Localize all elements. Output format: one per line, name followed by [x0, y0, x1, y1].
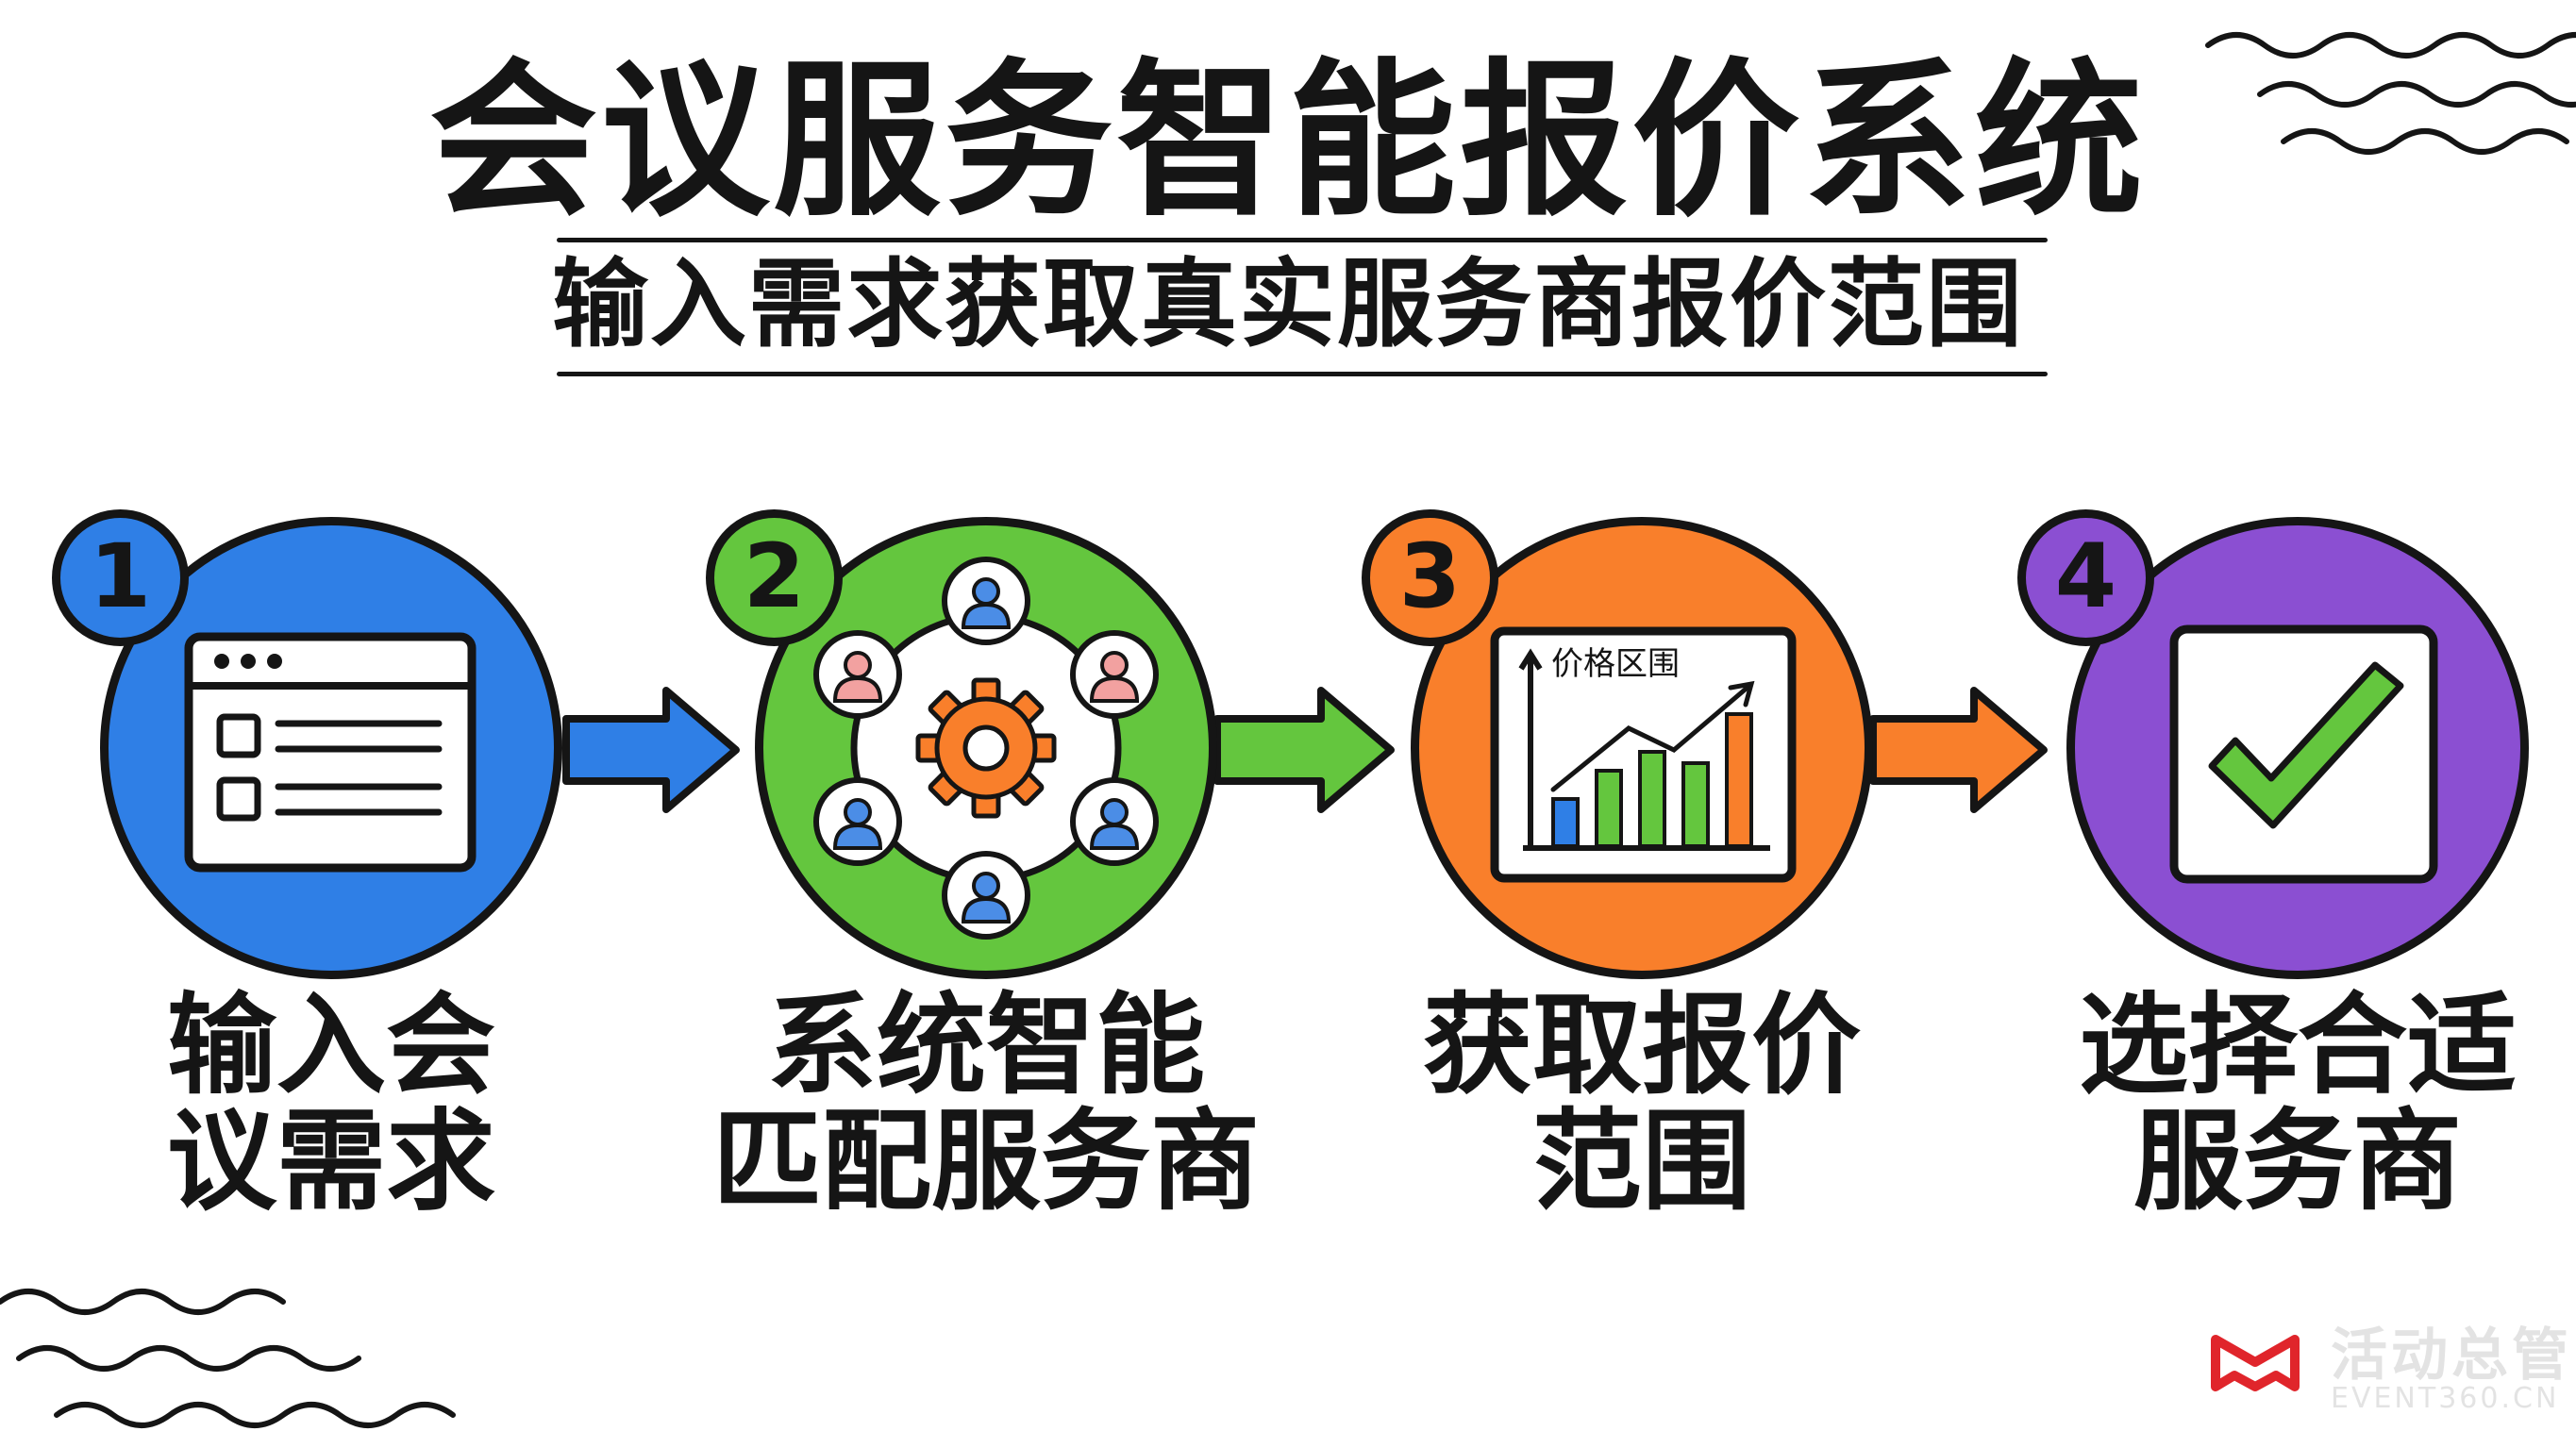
step-1-label-line1: 输入会	[167, 982, 495, 1109]
checkmark-icon	[2169, 624, 2438, 884]
step-3-circle: 价格区围	[1411, 517, 1873, 979]
title-underline	[557, 238, 2048, 242]
step-1-circle	[100, 517, 562, 979]
step-1-label-line2: 议需求	[167, 1097, 495, 1225]
person-icon-top	[942, 557, 1030, 645]
step-1-badge: 1	[52, 509, 189, 646]
step-2-badge: 2	[706, 509, 843, 646]
subtitle-underline	[557, 372, 2048, 376]
person-icon-bottom	[942, 851, 1030, 940]
arrow-1-2	[562, 687, 740, 813]
step-1-label: 输入会 议需求	[39, 982, 624, 1225]
person-icon-lower-right	[1070, 777, 1159, 866]
watermark-logo-icon	[2211, 1335, 2300, 1391]
arrow-2-3	[1213, 687, 1395, 813]
watermark-name: 活动总管	[2331, 1323, 2572, 1389]
page-subtitle: 输入需求获取真实服务商报价范围	[552, 249, 2024, 361]
person-icon-upper-left	[813, 630, 902, 719]
step-2-label: 系统智能 匹配服务商	[694, 982, 1279, 1225]
gear-network-icon	[813, 557, 1159, 940]
watermark-site: EVENT360.CN	[2331, 1382, 2560, 1415]
form-window-icon	[184, 632, 477, 873]
arrow-3-4	[1869, 687, 2048, 813]
step-4-label: 选择合适 服务商	[2005, 982, 2576, 1225]
page-title: 会议服务智能报价系统	[429, 43, 2147, 239]
step-4-badge: 4	[2017, 509, 2154, 646]
step-4-label-line2: 服务商	[2133, 1097, 2462, 1225]
step-2-circle	[755, 517, 1217, 979]
chart-label: 价格区围	[1551, 645, 1680, 683]
wave-decoration-bottom-left	[0, 1289, 456, 1428]
step-2-label-line1: 系统智能	[767, 982, 1205, 1109]
step-3-label-line2: 范围	[1532, 1097, 1751, 1225]
step-4-label-line1: 选择合适	[2079, 982, 2517, 1109]
step-2-label-line2: 匹配服务商	[712, 1097, 1260, 1225]
step-4-circle	[2066, 517, 2529, 979]
person-icon-lower-left	[813, 777, 902, 866]
step-3-badge: 3	[1362, 509, 1498, 646]
step-3-label: 获取报价 范围	[1349, 982, 1934, 1225]
person-icon-upper-right	[1070, 630, 1159, 719]
price-chart-icon: 价格区围	[1490, 626, 1797, 883]
step-3-label-line1: 获取报价	[1423, 982, 1861, 1109]
